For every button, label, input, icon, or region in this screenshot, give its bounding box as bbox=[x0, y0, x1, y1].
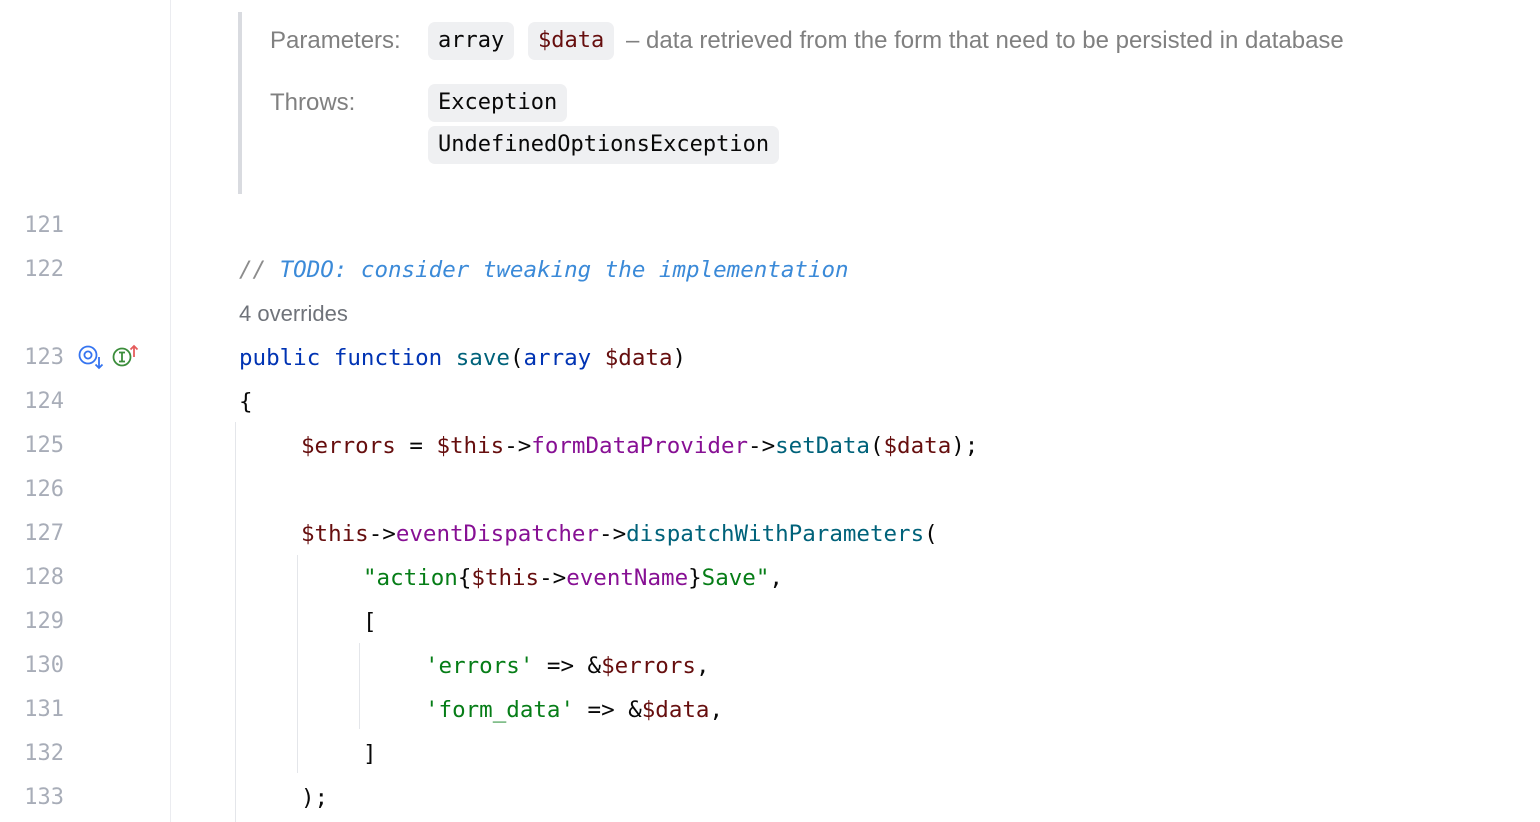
code-line-127[interactable]: $this->eventDispatcher->dispatchWithPara… bbox=[301, 519, 938, 549]
paren: ) bbox=[672, 345, 687, 371]
throws-label: Throws: bbox=[270, 89, 356, 116]
var-this[interactable]: $this bbox=[436, 433, 505, 459]
code-line-125[interactable]: $errors = $this->formDataProvider->setDa… bbox=[301, 431, 978, 461]
line-number[interactable]: 133 bbox=[24, 785, 64, 810]
arrow-ref-op: => & bbox=[574, 697, 642, 723]
method-dispatch-with-parameters[interactable]: dispatchWithParameters bbox=[626, 521, 925, 547]
line-number[interactable]: 125 bbox=[24, 433, 64, 458]
line-number[interactable]: 128 bbox=[24, 565, 64, 590]
var-this[interactable]: $this bbox=[301, 521, 369, 547]
paren-semicolon: ); bbox=[951, 433, 979, 459]
comma: , bbox=[769, 565, 783, 591]
comma: , bbox=[695, 653, 710, 679]
string-key-errors: 'errors' bbox=[425, 653, 534, 679]
string-key-form-data: 'form_data' bbox=[425, 697, 575, 723]
code-line-132[interactable]: ] bbox=[363, 741, 377, 767]
assign-op: = bbox=[395, 433, 437, 459]
param-description: – data retrieved from the form that need… bbox=[626, 27, 1344, 54]
overridden-method-icon[interactable] bbox=[76, 342, 106, 372]
throws-exception-chip[interactable]: Exception bbox=[428, 84, 568, 122]
comment-slashes: // bbox=[239, 257, 280, 283]
line-number[interactable]: 123 bbox=[24, 345, 64, 370]
todo-comment: TODO: consider tweaking the implementati… bbox=[279, 257, 849, 283]
keyword-function: function bbox=[333, 345, 443, 371]
prop-event-dispatcher[interactable]: eventDispatcher bbox=[395, 521, 600, 547]
var-data[interactable]: $data bbox=[641, 697, 710, 723]
code-line-131[interactable]: 'form_data' => &$data, bbox=[425, 695, 723, 725]
var-errors[interactable]: $errors bbox=[601, 653, 696, 679]
indent-guide bbox=[235, 422, 236, 822]
brace: } bbox=[688, 565, 702, 591]
line-number[interactable]: 132 bbox=[24, 741, 64, 766]
line-number[interactable]: 124 bbox=[24, 389, 64, 414]
code-line-122[interactable]: // TODO: consider tweaking the implement… bbox=[239, 255, 849, 285]
arrow: -> bbox=[539, 565, 567, 591]
arrow: -> bbox=[748, 433, 776, 459]
arrow: -> bbox=[368, 521, 396, 547]
keyword-public: public bbox=[239, 345, 321, 371]
paren: ( bbox=[924, 521, 938, 547]
line-number[interactable]: 130 bbox=[24, 653, 64, 678]
param-name-chip[interactable]: $data bbox=[528, 22, 615, 60]
arrow-ref-op: => & bbox=[533, 653, 602, 679]
line-number[interactable]: 121 bbox=[24, 213, 64, 238]
var-this[interactable]: $this bbox=[471, 565, 540, 591]
line-number[interactable]: 127 bbox=[24, 521, 64, 546]
brace: { bbox=[457, 565, 472, 591]
code-line-123[interactable]: public function save(array $data) bbox=[239, 343, 686, 373]
line-number[interactable]: 131 bbox=[24, 697, 64, 722]
overrides-inlay-hint[interactable]: 4 overrides bbox=[239, 301, 348, 326]
prop-form-data-provider[interactable]: formDataProvider bbox=[531, 433, 749, 459]
line-number[interactable]: 122 bbox=[24, 257, 64, 282]
arrow: -> bbox=[599, 521, 627, 547]
prop-event-name[interactable]: eventName bbox=[566, 565, 689, 591]
paren: ( bbox=[509, 345, 524, 371]
var-data[interactable]: $data bbox=[883, 433, 952, 459]
line-number[interactable]: 126 bbox=[24, 477, 64, 502]
gutter-separator bbox=[170, 0, 171, 822]
code-line-133[interactable]: ); bbox=[301, 785, 329, 811]
indent-guide bbox=[297, 555, 298, 773]
comma: , bbox=[709, 697, 724, 723]
indent-guide bbox=[359, 643, 360, 729]
string-end: Save" bbox=[701, 565, 770, 591]
throws-undefined-options-chip[interactable]: UndefinedOptionsException bbox=[428, 126, 780, 164]
line-number[interactable]: 129 bbox=[24, 609, 64, 634]
code-line-129[interactable]: [ bbox=[363, 609, 377, 635]
method-set-data[interactable]: setData bbox=[775, 433, 870, 459]
param-type-chip[interactable]: array bbox=[428, 22, 515, 60]
param-data[interactable]: $data bbox=[604, 345, 673, 371]
code-line-130[interactable]: 'errors' => &$errors, bbox=[425, 651, 709, 681]
rendered-doc-comment: Parameters: array $data – data retrieved… bbox=[238, 12, 1532, 194]
arrow: -> bbox=[504, 433, 532, 459]
code-line-128[interactable]: "action{$this->eventName}Save", bbox=[363, 563, 783, 593]
var-errors[interactable]: $errors bbox=[301, 433, 396, 459]
code-line-124[interactable]: { bbox=[239, 389, 253, 415]
string-start: "action bbox=[363, 565, 458, 591]
params-label: Parameters: bbox=[270, 27, 401, 54]
implements-method-icon[interactable] bbox=[110, 342, 140, 372]
type-array: array bbox=[523, 345, 592, 371]
method-name-save[interactable]: save bbox=[455, 345, 510, 371]
paren: ( bbox=[869, 433, 884, 459]
